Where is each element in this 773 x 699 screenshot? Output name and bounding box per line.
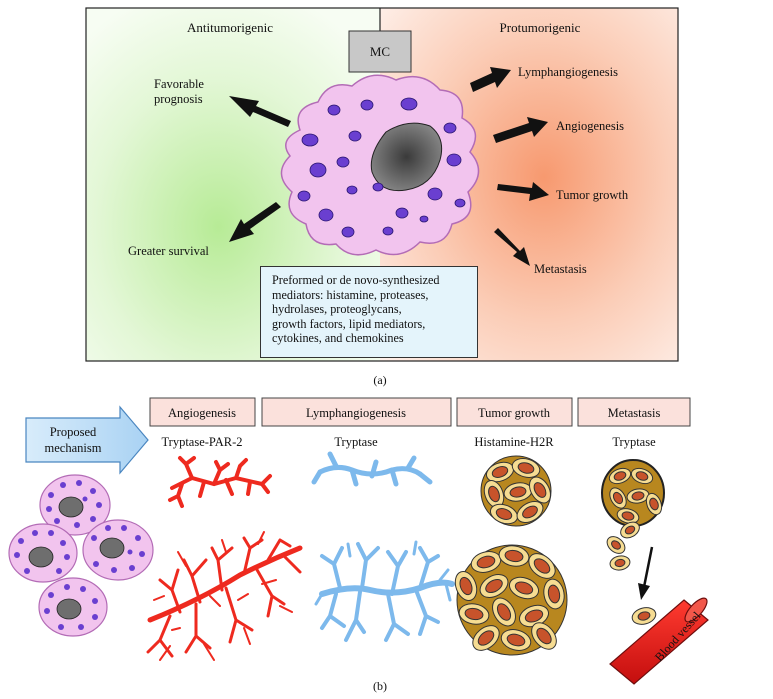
- mediators-line: Preformed or de novo-synthesized: [272, 273, 440, 287]
- escaping-tumor-cells: [606, 521, 640, 571]
- protumorigenic-heading: Protumorigenic: [500, 20, 581, 35]
- header-tumor-growth: Tumor growth: [456, 397, 573, 427]
- metastasis-arrow: [638, 546, 654, 600]
- small-mast-cell-right: [82, 519, 154, 581]
- tumor-growth-label: Tumor growth: [556, 188, 629, 202]
- angiogenesis-small-vessel: [168, 456, 272, 508]
- arrow-to-favorable-prognosis: [229, 96, 291, 127]
- mast-cell: [280, 74, 480, 256]
- mast-cell-nucleus: [370, 122, 443, 192]
- proposed-mechanism-arrow: [25, 405, 149, 475]
- proposed-mechanism-line1: Proposed: [50, 425, 97, 439]
- lymphangiogenesis-label: Lymphangiogenesis: [518, 65, 618, 79]
- mediator-histamine-h2r: Histamine-H2R: [474, 435, 554, 449]
- arrow-to-angiogenesis: [493, 117, 548, 143]
- small-mast-cell-top: [39, 474, 111, 536]
- header-angiogenesis: Angiogenesis: [149, 397, 256, 427]
- small-mast-cell-left: [8, 523, 78, 583]
- header-tumor-growth-text: Tumor growth: [478, 406, 551, 420]
- panel-a: Antitumorigenic Protumorigenic MC: [85, 7, 679, 387]
- header-lymphangiogenesis: Lymphangiogenesis: [261, 397, 452, 427]
- panel-b: Proposed mechanism Angiogenesis Lymphang…: [8, 397, 709, 693]
- blood-vessel: Blood vessel: [609, 597, 709, 685]
- mediator-tryptase-par2: Tryptase-PAR-2: [161, 435, 242, 449]
- favorable-prognosis-label-line1: Favorable: [154, 77, 204, 91]
- arrow-to-greater-survival: [229, 202, 281, 242]
- mediators-box: Preformed or de novo-synthesized mediato…: [260, 266, 478, 358]
- panel-a-frame: [85, 7, 679, 362]
- header-lymphangiogenesis-text: Lymphangiogenesis: [306, 406, 406, 420]
- mediators-line: cytokines, and chemokines: [272, 331, 404, 346]
- metastasis-tumor: Blood vessel: [601, 459, 709, 685]
- tumor-cluster-small: [480, 455, 552, 527]
- metastasis-label: Metastasis: [534, 262, 587, 276]
- header-metastasis: Metastasis: [577, 397, 691, 427]
- tumor-cluster-large: [454, 544, 568, 656]
- proposed-mechanism-line2: mechanism: [45, 441, 102, 455]
- header-angiogenesis-text: Angiogenesis: [168, 406, 236, 420]
- caption-a: (a): [373, 373, 386, 387]
- header-metastasis-text: Metastasis: [608, 406, 661, 420]
- angiogenesis-label: Angiogenesis: [556, 119, 624, 133]
- angiogenesis-network: [146, 531, 303, 661]
- greater-survival-label: Greater survival: [128, 244, 209, 258]
- lymphatic-network: [314, 540, 455, 642]
- arrow-to-metastasis: [494, 228, 530, 266]
- small-mast-cell-bottom: [38, 577, 108, 637]
- antitumorigenic-heading: Antitumorigenic: [187, 20, 273, 35]
- mc-label: MC: [370, 44, 390, 59]
- favorable-prognosis-label-line2: prognosis: [154, 92, 203, 106]
- mediators-line: growth factors, lipid mediators,: [272, 316, 426, 331]
- arrow-to-lymphangiogenesis: [470, 67, 511, 92]
- arrow-to-tumor-growth: [497, 182, 549, 201]
- mediator-tryptase-lymph: Tryptase: [334, 435, 378, 449]
- mediator-tryptase-metastasis: Tryptase: [612, 435, 656, 449]
- caption-b: (b): [373, 679, 387, 693]
- mediators-line: hydrolases, proteoglycans,: [272, 302, 402, 317]
- mc-box: [348, 30, 412, 73]
- lymphatic-small-vessel: [311, 451, 433, 487]
- mediators-line: mediators: histamine, proteases,: [272, 287, 429, 302]
